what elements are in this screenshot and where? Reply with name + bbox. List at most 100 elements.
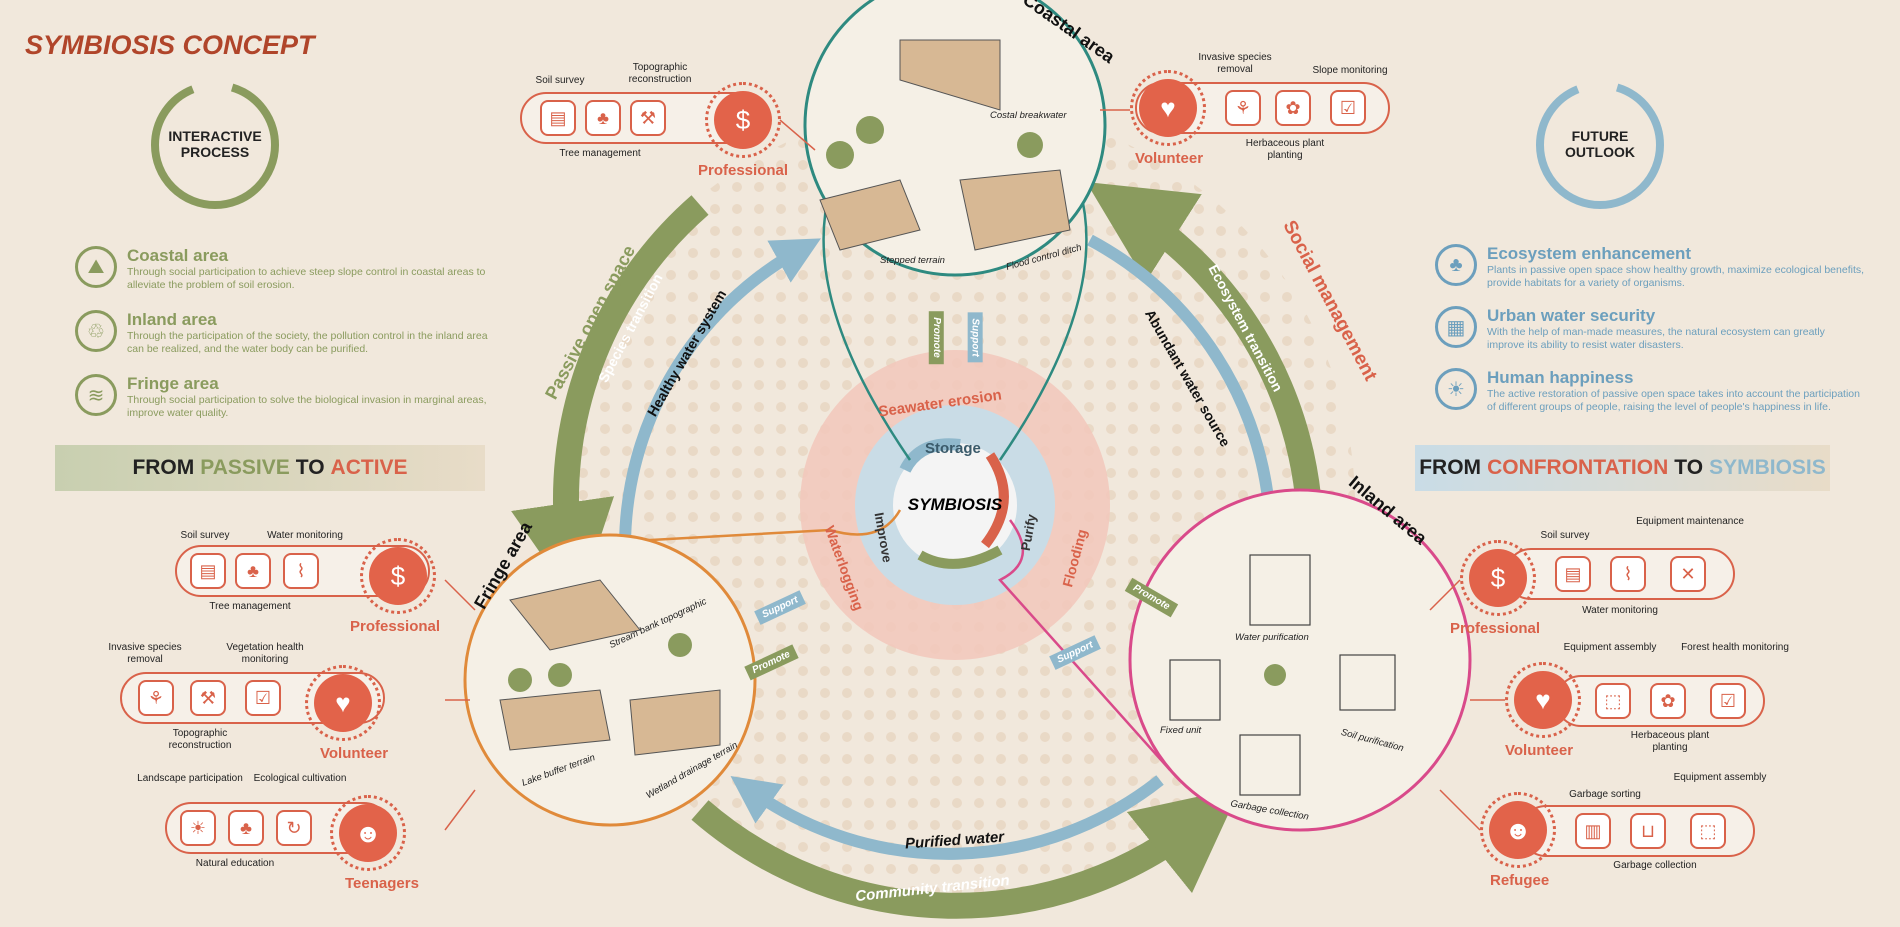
interactive-process-ring	[151, 81, 279, 209]
banner-text: FROM	[1419, 456, 1482, 479]
slope-icon: ⛰	[75, 246, 117, 288]
item-text: Through the participation of the society…	[127, 330, 488, 355]
role-label: Teenagers	[345, 875, 419, 892]
professional-avatar: $	[1460, 540, 1536, 616]
item-label: Herbaceous plant planting	[1245, 138, 1325, 161]
page-title: SYMBIOSIS CONCEPT	[25, 30, 315, 60]
healthy-water-arc	[619, 238, 821, 546]
item-text: Through social participation to achieve …	[127, 266, 486, 291]
teenagers-avatar: ☻	[330, 795, 406, 871]
item-title: Fringe area	[127, 374, 219, 393]
inland-circle	[1128, 488, 1472, 832]
role-label: Refugee	[1490, 872, 1550, 889]
item-title: Inland area	[127, 310, 217, 329]
item-label: Slope monitoring	[1312, 65, 1388, 76]
purified-water-arc	[730, 775, 1164, 860]
item-title: Urban water security	[1487, 306, 1656, 325]
family-icon: ☻	[339, 804, 397, 862]
item-label: Herbaceous plant planting	[1630, 730, 1710, 753]
basket-icon: ⊔	[1630, 813, 1666, 849]
banner-text: FROM	[132, 456, 195, 479]
city-icon: ▦	[1435, 306, 1477, 348]
checklist-icon: ☑	[1710, 683, 1746, 719]
symbiosis-label: SYMBIOSIS	[907, 495, 1003, 514]
banner-text: TO	[295, 456, 325, 479]
wave-bird-icon: ≋	[75, 374, 117, 416]
volunteer-icon: ♥	[1139, 79, 1197, 137]
item-label: Invasive species removal	[108, 642, 182, 665]
soil-survey-icon: ▤	[190, 553, 226, 589]
item-label: Equipment assembly	[1673, 772, 1767, 783]
item-label: Soil survey	[180, 530, 230, 541]
role-label: Professional	[1450, 620, 1541, 637]
future-outlook-label: FUTURE OUTLOOK	[1565, 128, 1635, 160]
professional-avatar: $	[705, 82, 781, 158]
assembly-icon: ⬚	[1690, 813, 1726, 849]
item-text: Through social participation to solve th…	[127, 394, 487, 419]
abundant-water-arc	[1087, 234, 1293, 544]
plant-icon: ✿	[1275, 90, 1311, 126]
item-label: Garbage collection	[1613, 860, 1697, 871]
item-label: Natural education	[195, 858, 275, 869]
banner-passive-to-active: FROM PASSIVE TO ACTIVE	[55, 445, 485, 491]
banner-confrontation-to-symbiosis: FROM CONFRONTATION TO SYMBIOSIS	[1415, 445, 1830, 491]
checklist-icon: ☑	[1330, 90, 1366, 126]
professional-icon: $	[1469, 549, 1527, 607]
item-label: Water monitoring	[1582, 605, 1658, 616]
volunteer-icon: ♥	[1514, 671, 1572, 729]
tree-icon: ♣	[585, 100, 621, 136]
shovel-icon: ⚒	[190, 680, 226, 716]
volunteer-avatar: ♥	[1505, 662, 1581, 738]
item-label: Topographic reconstruction	[168, 728, 232, 751]
soil-survey-icon: ▤	[540, 100, 576, 136]
role-label: Professional	[698, 162, 789, 179]
banner-symbiosis: SYMBIOSIS	[1709, 456, 1826, 479]
professional-icon: $	[369, 547, 427, 605]
item-label: Tree management	[209, 601, 291, 612]
caption: Costal breakwater	[990, 110, 1067, 121]
plant-icon: ✿	[1650, 683, 1686, 719]
item-label: Forest health monitoring	[1681, 642, 1789, 653]
item-label: Ecological cultivation	[253, 773, 347, 784]
role-label: Volunteer	[1135, 150, 1204, 167]
professional-avatar: $	[360, 538, 436, 614]
refugee-avatar: ☻	[1480, 792, 1556, 868]
garbage-sorting-icon: ▥	[1575, 813, 1611, 849]
soil-survey-icon: ▤	[1555, 556, 1591, 592]
water-monitoring-icon: ⌇	[283, 553, 319, 589]
family-icon: ☻	[1489, 801, 1547, 859]
professional-icon: $	[714, 91, 772, 149]
cycle-icon: ↻	[276, 810, 312, 846]
caption: Water purification	[1235, 632, 1309, 643]
item-label: Water monitoring	[267, 530, 343, 541]
item-title: Human happiness	[1487, 368, 1634, 387]
landscape-icon: ☀	[180, 810, 216, 846]
support-arrow: Support	[967, 312, 983, 363]
item-text: The active restoration of passive open s…	[1487, 388, 1860, 413]
caption: Stepped terrain	[880, 255, 945, 266]
future-outlook-ring	[1536, 81, 1664, 209]
item-label: Invasive species removal	[1198, 52, 1272, 75]
item-text: With the help of man-made measures, the …	[1487, 326, 1825, 351]
seedling-icon: ⚘	[1225, 90, 1261, 126]
item-label: Vegetation health monitoring	[226, 642, 304, 665]
passive-open-space-arc	[511, 195, 709, 607]
volunteer-avatar: ♥	[1130, 70, 1206, 146]
item-title: Coastal area	[127, 246, 229, 265]
item-title: Ecosystem enhancement	[1487, 244, 1692, 263]
item-label: Topographic reconstruction	[628, 62, 692, 85]
tools-icon: ✕	[1670, 556, 1706, 592]
person-sun-icon: ☀	[1435, 368, 1477, 410]
item-label: Equipment assembly	[1563, 642, 1657, 653]
banner-confrontation: CONFRONTATION	[1487, 456, 1669, 479]
interactive-process-label: INTERACTIVE PROCESS	[168, 128, 262, 160]
banner-passive: PASSIVE	[200, 456, 290, 479]
seedling-icon: ⚘	[138, 680, 174, 716]
item-label: Tree management	[559, 148, 641, 159]
